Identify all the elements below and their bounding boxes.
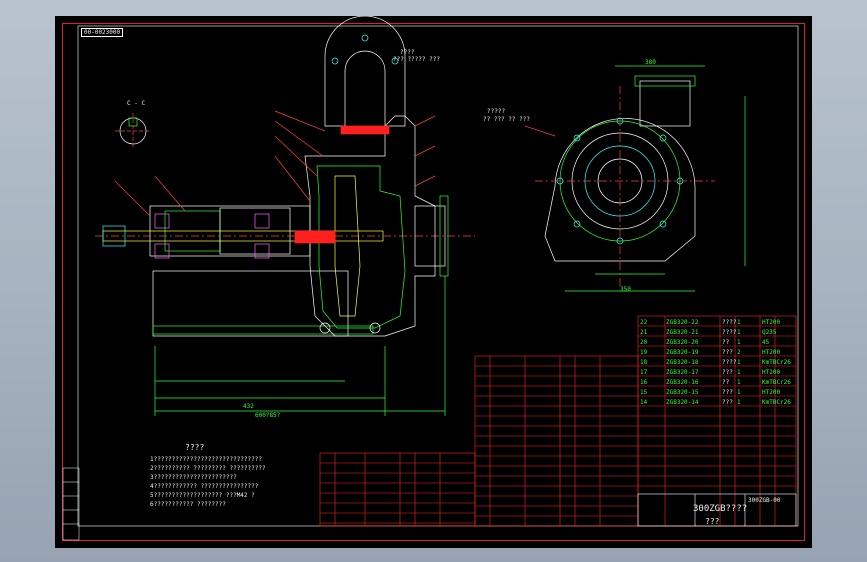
parts-cell: HT200 [762,319,781,326]
tech-line: 2?????????? ????????? ?????????? [150,465,266,472]
parts-cell: 1 [737,389,741,396]
parts-cell: ???? [722,359,737,366]
pump-section-view [95,16,475,416]
parts-cell: ?? [722,379,730,386]
parts-cell: 19 [640,349,648,356]
title-block-sub: ??? [705,517,720,526]
pump-base [152,270,349,337]
parts-cell: 15 [640,389,648,396]
parts-cell: KmTBCr26 [762,359,791,366]
dim-600: 600?85? [255,412,281,419]
parts-cell: 1 [737,379,741,386]
dim-432: 432 [243,403,254,410]
parts-cell: ZGB320-15 [666,389,699,396]
title-block-name: 300ZGB???? [693,504,748,514]
parts-cell: ZGB320-16 [666,379,699,386]
tech-line: 3??????????????????????? [150,474,237,481]
parts-cell: 1 [737,319,741,326]
right-note: ????? [487,108,506,115]
parts-cell: ?? [722,339,730,346]
section-c-detail [115,113,151,149]
parts-cell: ZGB320-17 [666,369,699,376]
parts-cell: ZGB320-21 [666,329,699,336]
parts-cell: ???? [722,319,737,326]
parts-cell: 16 [640,379,648,386]
parts-cell: 1 [737,399,741,406]
parts-cell: ZGB320-14 [666,399,699,406]
tech-line: 1?????????????????????????????? [150,456,262,463]
parts-cell: 1 [737,369,741,376]
right-note-2: ?? ??? ?? ??? [483,116,530,123]
parts-cell: 14 [640,399,648,406]
tech-line: 4???????????? ???????????????? [150,483,259,490]
parts-cell: Q235 [762,329,777,336]
drawing-border [62,23,805,541]
parts-cell: ZGB320-20 [666,339,699,346]
parts-cell: 1 [737,329,741,336]
tech-line: 6??????????? ???????? [150,501,226,508]
parts-cell: ??? [722,389,733,396]
parts-cell: 22 [640,319,648,326]
section-c-label: C - C [127,100,146,107]
title-block-code: 300ZGB-00 [748,497,781,504]
drawing-canvas [62,16,799,541]
parts-cell: ??? [722,369,733,376]
parts-cell: ??? [722,399,733,406]
seal-packing [294,230,336,244]
parts-cell: ZGB320-22 [666,319,699,326]
parts-cell: 1 [737,339,741,346]
parts-cell: ZGB320-19 [666,349,699,356]
parts-cell: 2 [737,349,741,356]
parts-cell: 45 [762,339,770,346]
parts-cell: HT200 [762,349,781,356]
top-note: ???? [400,49,415,56]
top-note-2: ??? ????? ??? [393,56,440,63]
parts-cell: 18 [640,359,648,366]
parts-table-grid [319,315,797,527]
parts-cell: ZGB320-18 [666,359,699,366]
tech-requirements-title: ???? [185,443,205,452]
revision-boxes [62,467,80,541]
dim-350: 350 [620,286,631,293]
pump-end-view [524,65,746,292]
parts-cell: ???? [722,329,737,336]
parts-cell: HT200 [762,389,781,396]
parts-cell: 1 [737,359,741,366]
parts-cell: HT200 [762,369,781,376]
dim-380: 380 [645,59,656,66]
tech-line: 5??????????????????? ???M42 ? [150,492,255,499]
drawing-tag: 00-0023000 [81,28,124,37]
parts-cell: KmTBCr26 [762,379,791,386]
parts-cell: 21 [640,329,648,336]
parts-cell: 20 [640,339,648,346]
parts-cell: KmTBCr26 [762,399,791,406]
parts-cell: ??? [722,349,733,356]
parts-cell: 17 [640,369,648,376]
cad-viewport[interactable]: 00-0023000 C - C ???? ??? ????? ??? ????… [55,16,812,548]
